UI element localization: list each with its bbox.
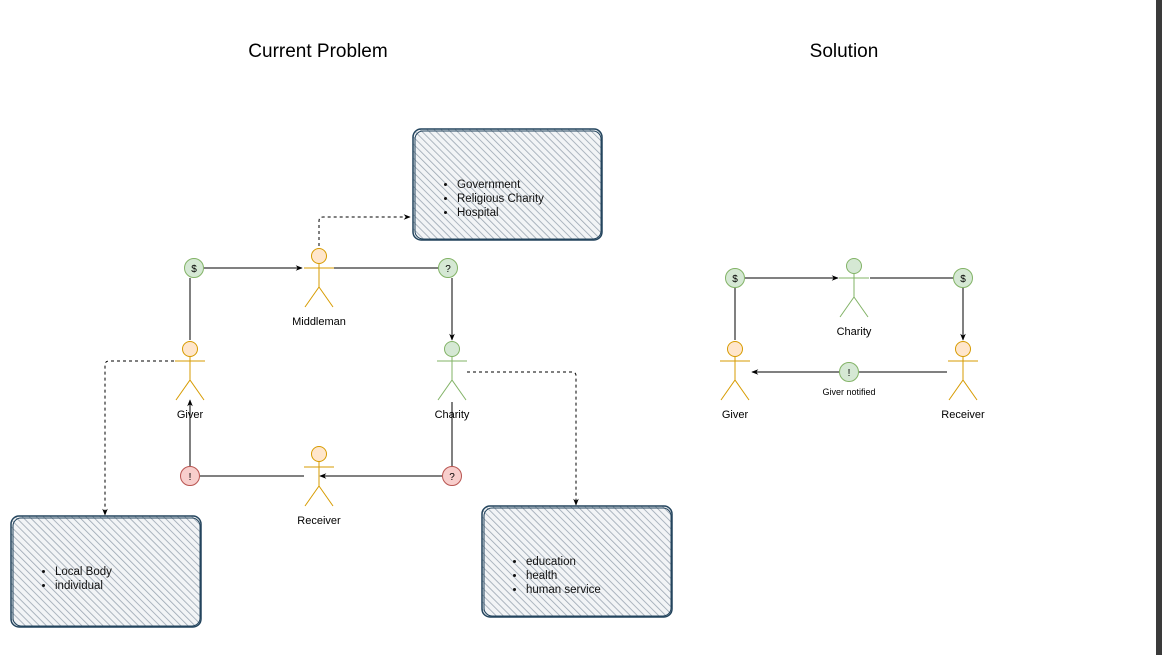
solution-connectors	[734, 275, 966, 375]
current-problem-title: Current Problem	[248, 41, 387, 62]
problem-dashed-connectors	[102, 214, 579, 516]
charity-targets-box	[481, 505, 673, 618]
svg-text:$: $	[191, 264, 197, 275]
solution-receiver-label: Receiver	[941, 409, 985, 421]
middleman-actor-icon	[304, 248, 334, 308]
middleman-targets-list: GovernmentReligious CharityHospital	[431, 178, 544, 220]
svg-text:!: !	[189, 472, 192, 483]
giver-label: Giver	[177, 409, 204, 421]
list-item: education	[526, 555, 601, 569]
receiver-label: Receiver	[297, 515, 341, 527]
list-item: Hospital	[457, 206, 544, 220]
middleman-targets-box	[412, 128, 603, 241]
solution-dollar-badge-right: $	[953, 268, 973, 288]
receiver-actor-icon	[304, 446, 334, 507]
solution-exclaim-badge: !	[839, 362, 859, 382]
middleman-label: Middleman	[292, 316, 346, 328]
solution-giver-actor-icon	[720, 341, 750, 401]
list-item: health	[526, 569, 601, 583]
list-item: Government	[457, 178, 544, 192]
list-item: individual	[55, 579, 112, 593]
list-item: human service	[526, 583, 601, 597]
svg-text:?: ?	[449, 472, 455, 483]
giver-notified-label: Giver notified	[822, 387, 875, 397]
charity-targets-list: educationhealthhuman service	[500, 555, 601, 597]
giver-targets-list: Local Bodyindividual	[29, 565, 112, 593]
charity-label: Charity	[435, 409, 470, 421]
svg-text:!: !	[848, 368, 851, 379]
solution-giver-label: Giver	[722, 409, 749, 421]
charity-actor-icon	[437, 341, 467, 401]
giver-targets-box	[10, 515, 202, 628]
problem-dollar-badge: $	[184, 258, 204, 278]
solution-title: Solution	[810, 41, 879, 62]
solution-dollar-badge-left: $	[725, 268, 745, 288]
problem-exclaim-badge: !	[180, 466, 200, 486]
svg-text:$: $	[732, 274, 738, 285]
list-item: Religious Charity	[457, 192, 544, 206]
solution-receiver-actor-icon	[948, 341, 978, 401]
window-edge	[1156, 0, 1162, 655]
problem-connectors	[187, 265, 455, 479]
svg-text:$: $	[960, 274, 966, 285]
problem-question-badge-top: ?	[438, 258, 458, 278]
problem-question-badge-bottom: ?	[442, 466, 462, 486]
solution-charity-actor-icon	[839, 258, 869, 318]
solution-charity-label: Charity	[837, 326, 872, 338]
svg-text:?: ?	[445, 264, 451, 275]
list-item: Local Body	[55, 565, 112, 579]
giver-actor-icon	[175, 341, 205, 401]
